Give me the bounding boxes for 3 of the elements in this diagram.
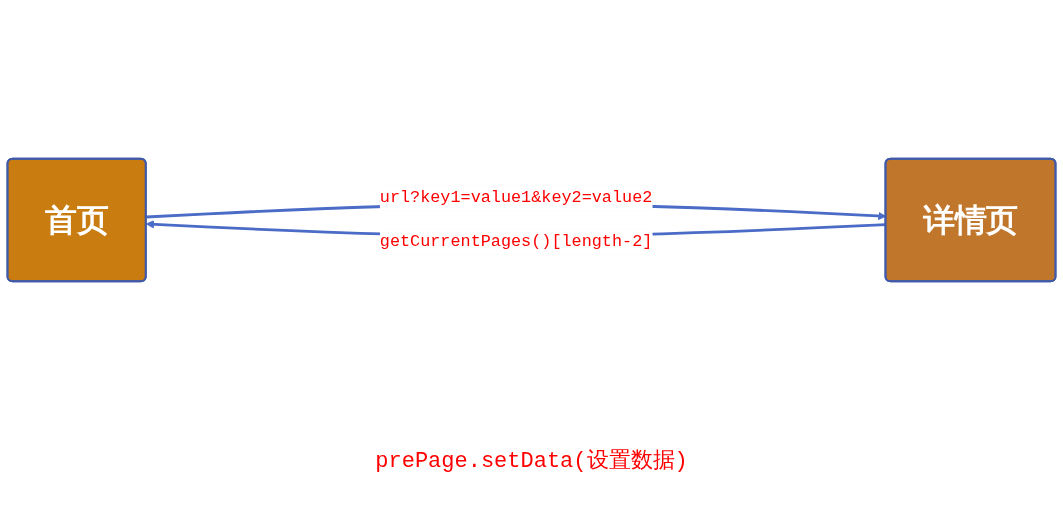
edge-label: getCurrentPages()[length-2] [379, 232, 653, 251]
edge-label: url?key1=value1&key2=value2 [379, 188, 653, 207]
note-text: prePage.setData(设置数据) [375, 449, 688, 474]
